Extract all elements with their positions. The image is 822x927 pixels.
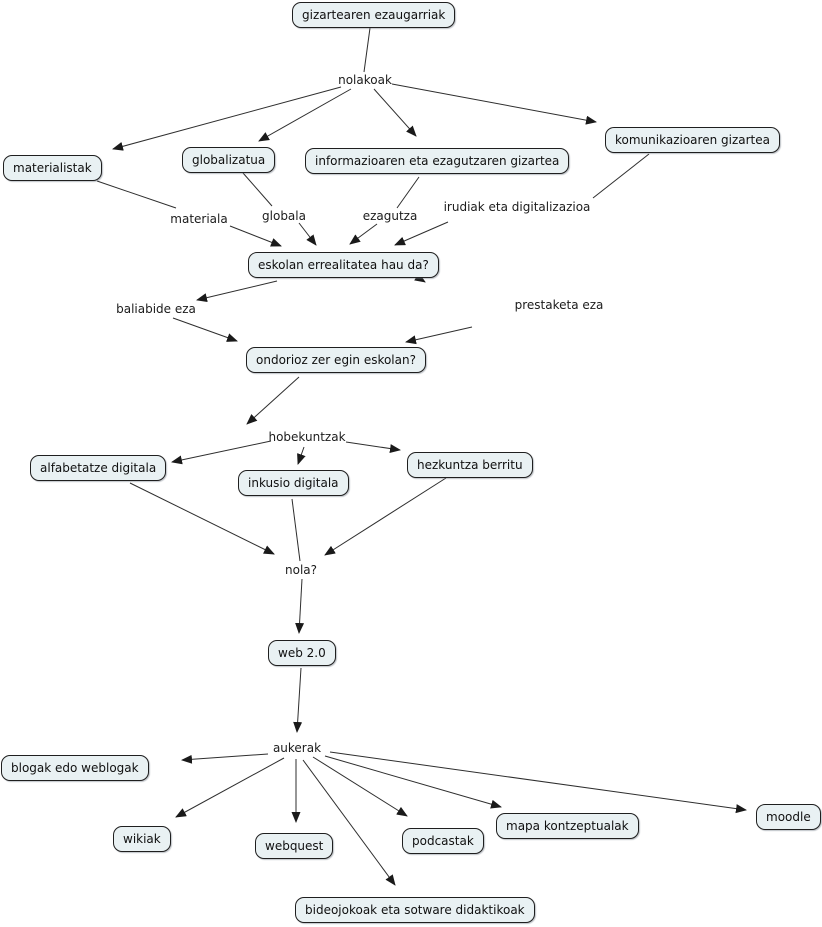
concept-podcastak[interactable]: podcastak: [402, 828, 484, 854]
edge-nola-to-web20: [295, 578, 305, 634]
link-label-ezagutza[interactable]: ezagutza: [362, 209, 418, 223]
edge-alfabetatze-to-nola: [129, 482, 275, 555]
edge-eskolan-to-baliabide-eza: [196, 280, 278, 303]
concept-wikiak[interactable]: wikiak: [113, 826, 171, 852]
concept-komunikazioaren-gizartea[interactable]: komunikazioaren gizartea: [605, 127, 780, 153]
edge-informazioaren-to-ezagutza: [396, 176, 420, 209]
edge-ondorioz-to-hobekuntzak: [246, 376, 300, 425]
link-label-materiala[interactable]: materiala: [170, 212, 228, 226]
concept-globalizatua[interactable]: globalizatua: [182, 147, 276, 173]
edge-hobekuntzak-to-hezkuntza: [345, 441, 401, 453]
edge-nolakoak-to-informazioaren: [373, 88, 417, 137]
edge-hobekuntzak-to-alfabetatze: [171, 440, 272, 465]
edge-ezagutza-to-eskolan: [349, 223, 378, 245]
edge-nolakoak-to-komunikazioaren: [391, 83, 597, 125]
edge-globalizatua-to-globala: [242, 172, 273, 207]
concept-blogak-edo-weblogak[interactable]: blogak edo weblogak: [1, 755, 149, 781]
concept-materialistak[interactable]: materialistak: [3, 155, 102, 181]
edge-komunikazioaren-to-irudiak: [592, 153, 650, 199]
edge-materialistak-to-materiala: [96, 180, 177, 209]
concept-mapa-kontzeptualak[interactable]: mapa kontzeptualak: [496, 813, 639, 839]
concept-bideojokoak-eta-sotware-didaktikoak[interactable]: bideojokoak eta sotware didaktikoak: [295, 897, 535, 923]
concept-gizartearen-ezaugarriak[interactable]: gizartearen ezaugarriak: [292, 2, 456, 28]
edge-baliabide-eza-to-ondorioz: [172, 317, 238, 342]
concept-web-2-0[interactable]: web 2.0: [268, 640, 336, 666]
link-label-globala[interactable]: globala: [262, 209, 306, 223]
link-label-nola[interactable]: nola?: [284, 563, 318, 577]
edge-aukerak-to-wikiak: [175, 757, 285, 818]
edge-gizartearen-to-nolakoak: [363, 27, 371, 73]
edge-nolakoak-to-materialistak: [112, 86, 342, 151]
edge-inkusio-to-nola: [291, 498, 301, 562]
edge-globala-to-eskolan: [298, 222, 317, 246]
link-label-hobekuntzak[interactable]: hobekuntzak: [268, 430, 346, 444]
link-label-irudiak-eta-digitalizazioa[interactable]: irudiak eta digitalizazioa: [443, 200, 591, 214]
concept-informazioaren-eta-ezagutzaren-gizartea[interactable]: informazioaren eta ezagutzaren gizartea: [305, 148, 570, 174]
edge-irudiak-to-eskolan: [394, 221, 449, 246]
edge-prestaketa-eza-to-ondorioz: [405, 326, 473, 345]
link-label-nolakoak[interactable]: nolakoak: [338, 73, 392, 87]
concept-webquest[interactable]: webquest: [255, 833, 334, 859]
edge-web20-to-aukerak: [293, 667, 303, 733]
edge-hobekuntzak-to-inkusio: [297, 446, 306, 465]
concept-eskolan-errealitatea-hau-da[interactable]: eskolan errealitatea hau da?: [248, 252, 439, 278]
concept-moodle[interactable]: moodle: [756, 804, 821, 830]
edge-aukerak-to-mapa: [324, 755, 502, 809]
edge-hezkuntza-to-nola: [324, 477, 447, 556]
link-label-baliabide-eza[interactable]: baliabide eza: [116, 302, 196, 316]
edge-nolakoak-to-globalizatua: [258, 88, 352, 142]
concept-ondorioz-zer-egin-eskolan[interactable]: ondorioz zer egin eskolan?: [246, 347, 426, 373]
edge-aukerak-to-podcastak: [312, 756, 408, 817]
link-label-prestaketa-eza[interactable]: prestaketa eza: [514, 298, 604, 312]
concept-inkusio-digitala[interactable]: inkusio digitala: [238, 470, 349, 496]
edge-aukerak-to-bideojokoak: [302, 759, 396, 886]
concept-hezkuntza-berritu[interactable]: hezkuntza berritu: [407, 452, 533, 478]
link-label-aukerak[interactable]: aukerak: [272, 741, 322, 755]
edge-materiala-to-eskolan: [229, 225, 282, 247]
concept-alfabetatze-digitala[interactable]: alfabetatze digitala: [30, 455, 167, 481]
edge-aukerak-to-moodle: [329, 751, 747, 814]
edge-aukerak-to-blogak: [181, 753, 269, 764]
